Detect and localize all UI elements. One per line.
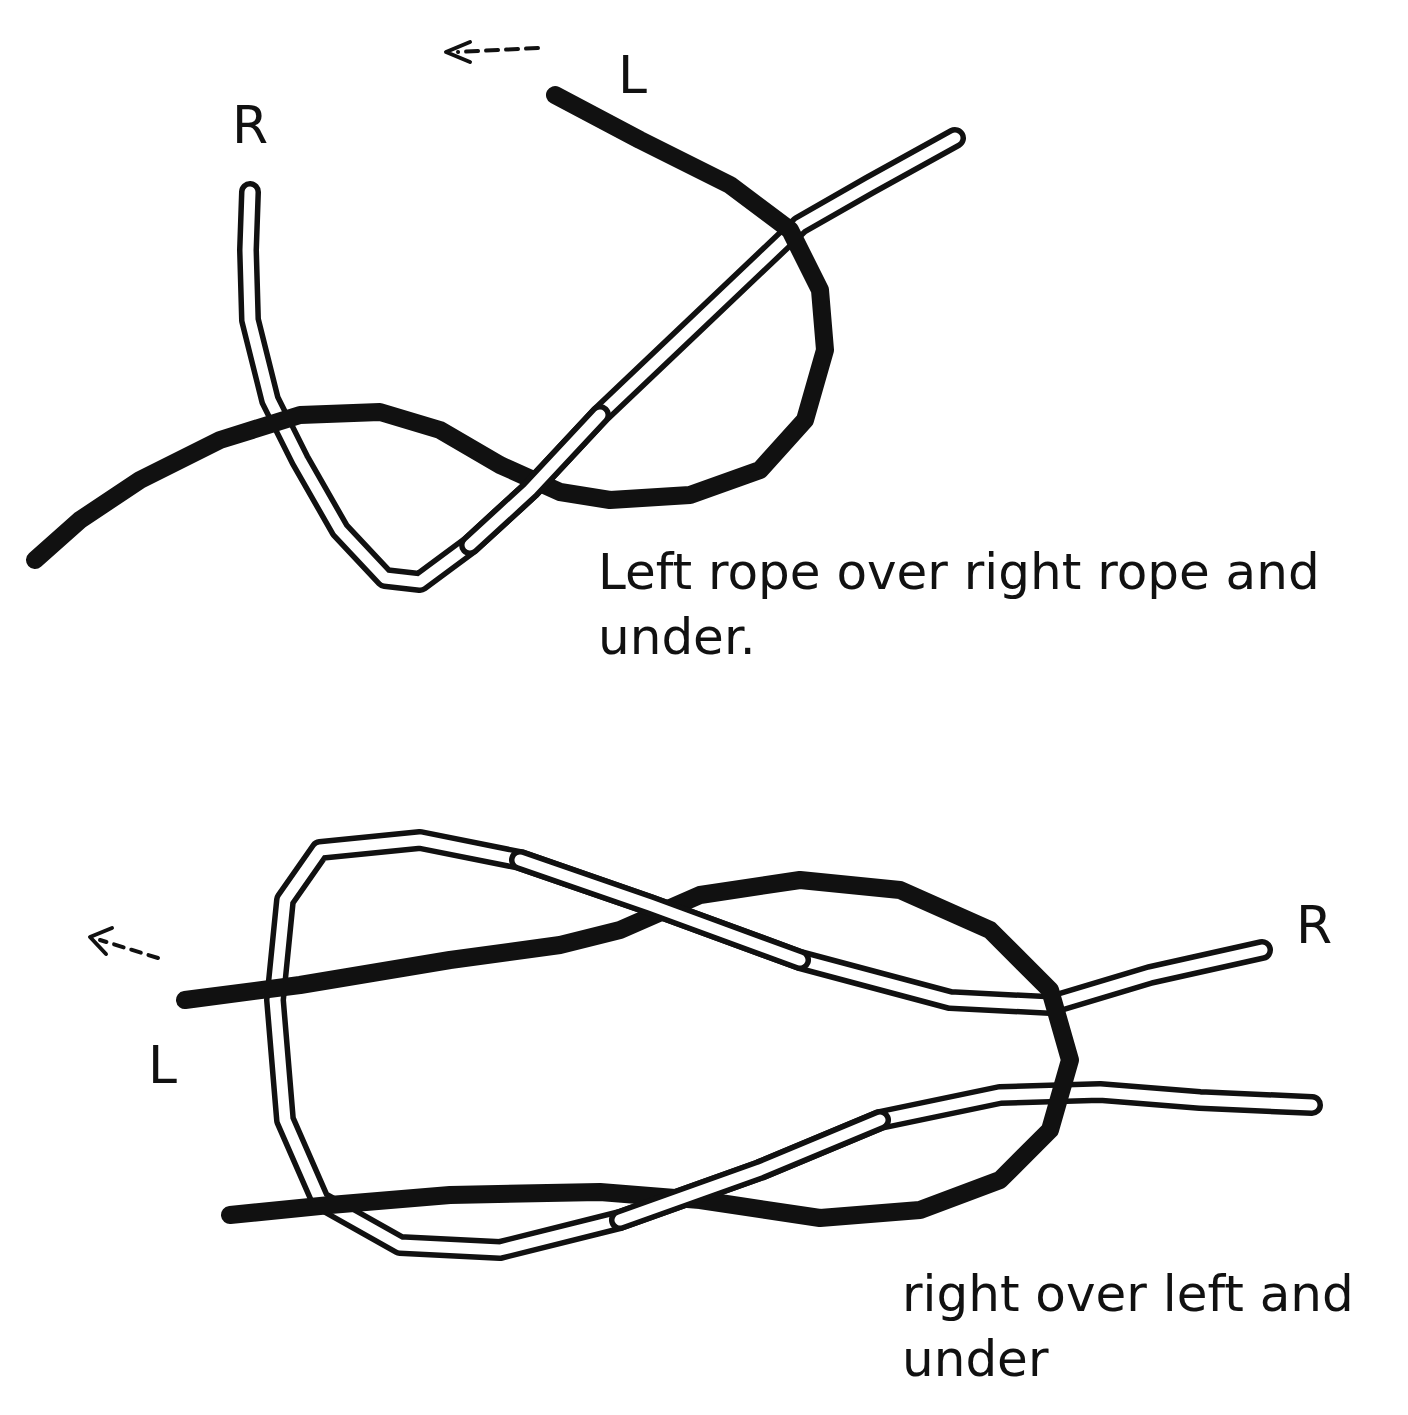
direction-arrowhead bbox=[90, 928, 112, 954]
direction-arrow bbox=[458, 48, 538, 52]
white-rope-core bbox=[470, 415, 600, 545]
direction-arrow bbox=[100, 940, 158, 958]
rope-end-label: R bbox=[232, 92, 268, 160]
rope-end-label: R bbox=[1296, 892, 1332, 960]
black-rope bbox=[185, 880, 1070, 1218]
rope-end-label: L bbox=[148, 1032, 177, 1100]
step-caption: Left rope over right rope and under. bbox=[598, 540, 1398, 670]
white-rope-core bbox=[520, 860, 800, 960]
step-caption: right over left and under bbox=[902, 1262, 1398, 1392]
white-rope-outline bbox=[248, 138, 955, 582]
white-rope-outline bbox=[470, 415, 600, 545]
black-rope bbox=[35, 95, 825, 560]
white-rope-core bbox=[620, 1120, 880, 1220]
rope-end-label: L bbox=[618, 42, 647, 110]
white-rope-outline bbox=[520, 860, 800, 960]
white-rope-core bbox=[248, 138, 955, 582]
white-rope-outline bbox=[620, 1120, 880, 1220]
direction-arrowhead bbox=[446, 42, 470, 62]
